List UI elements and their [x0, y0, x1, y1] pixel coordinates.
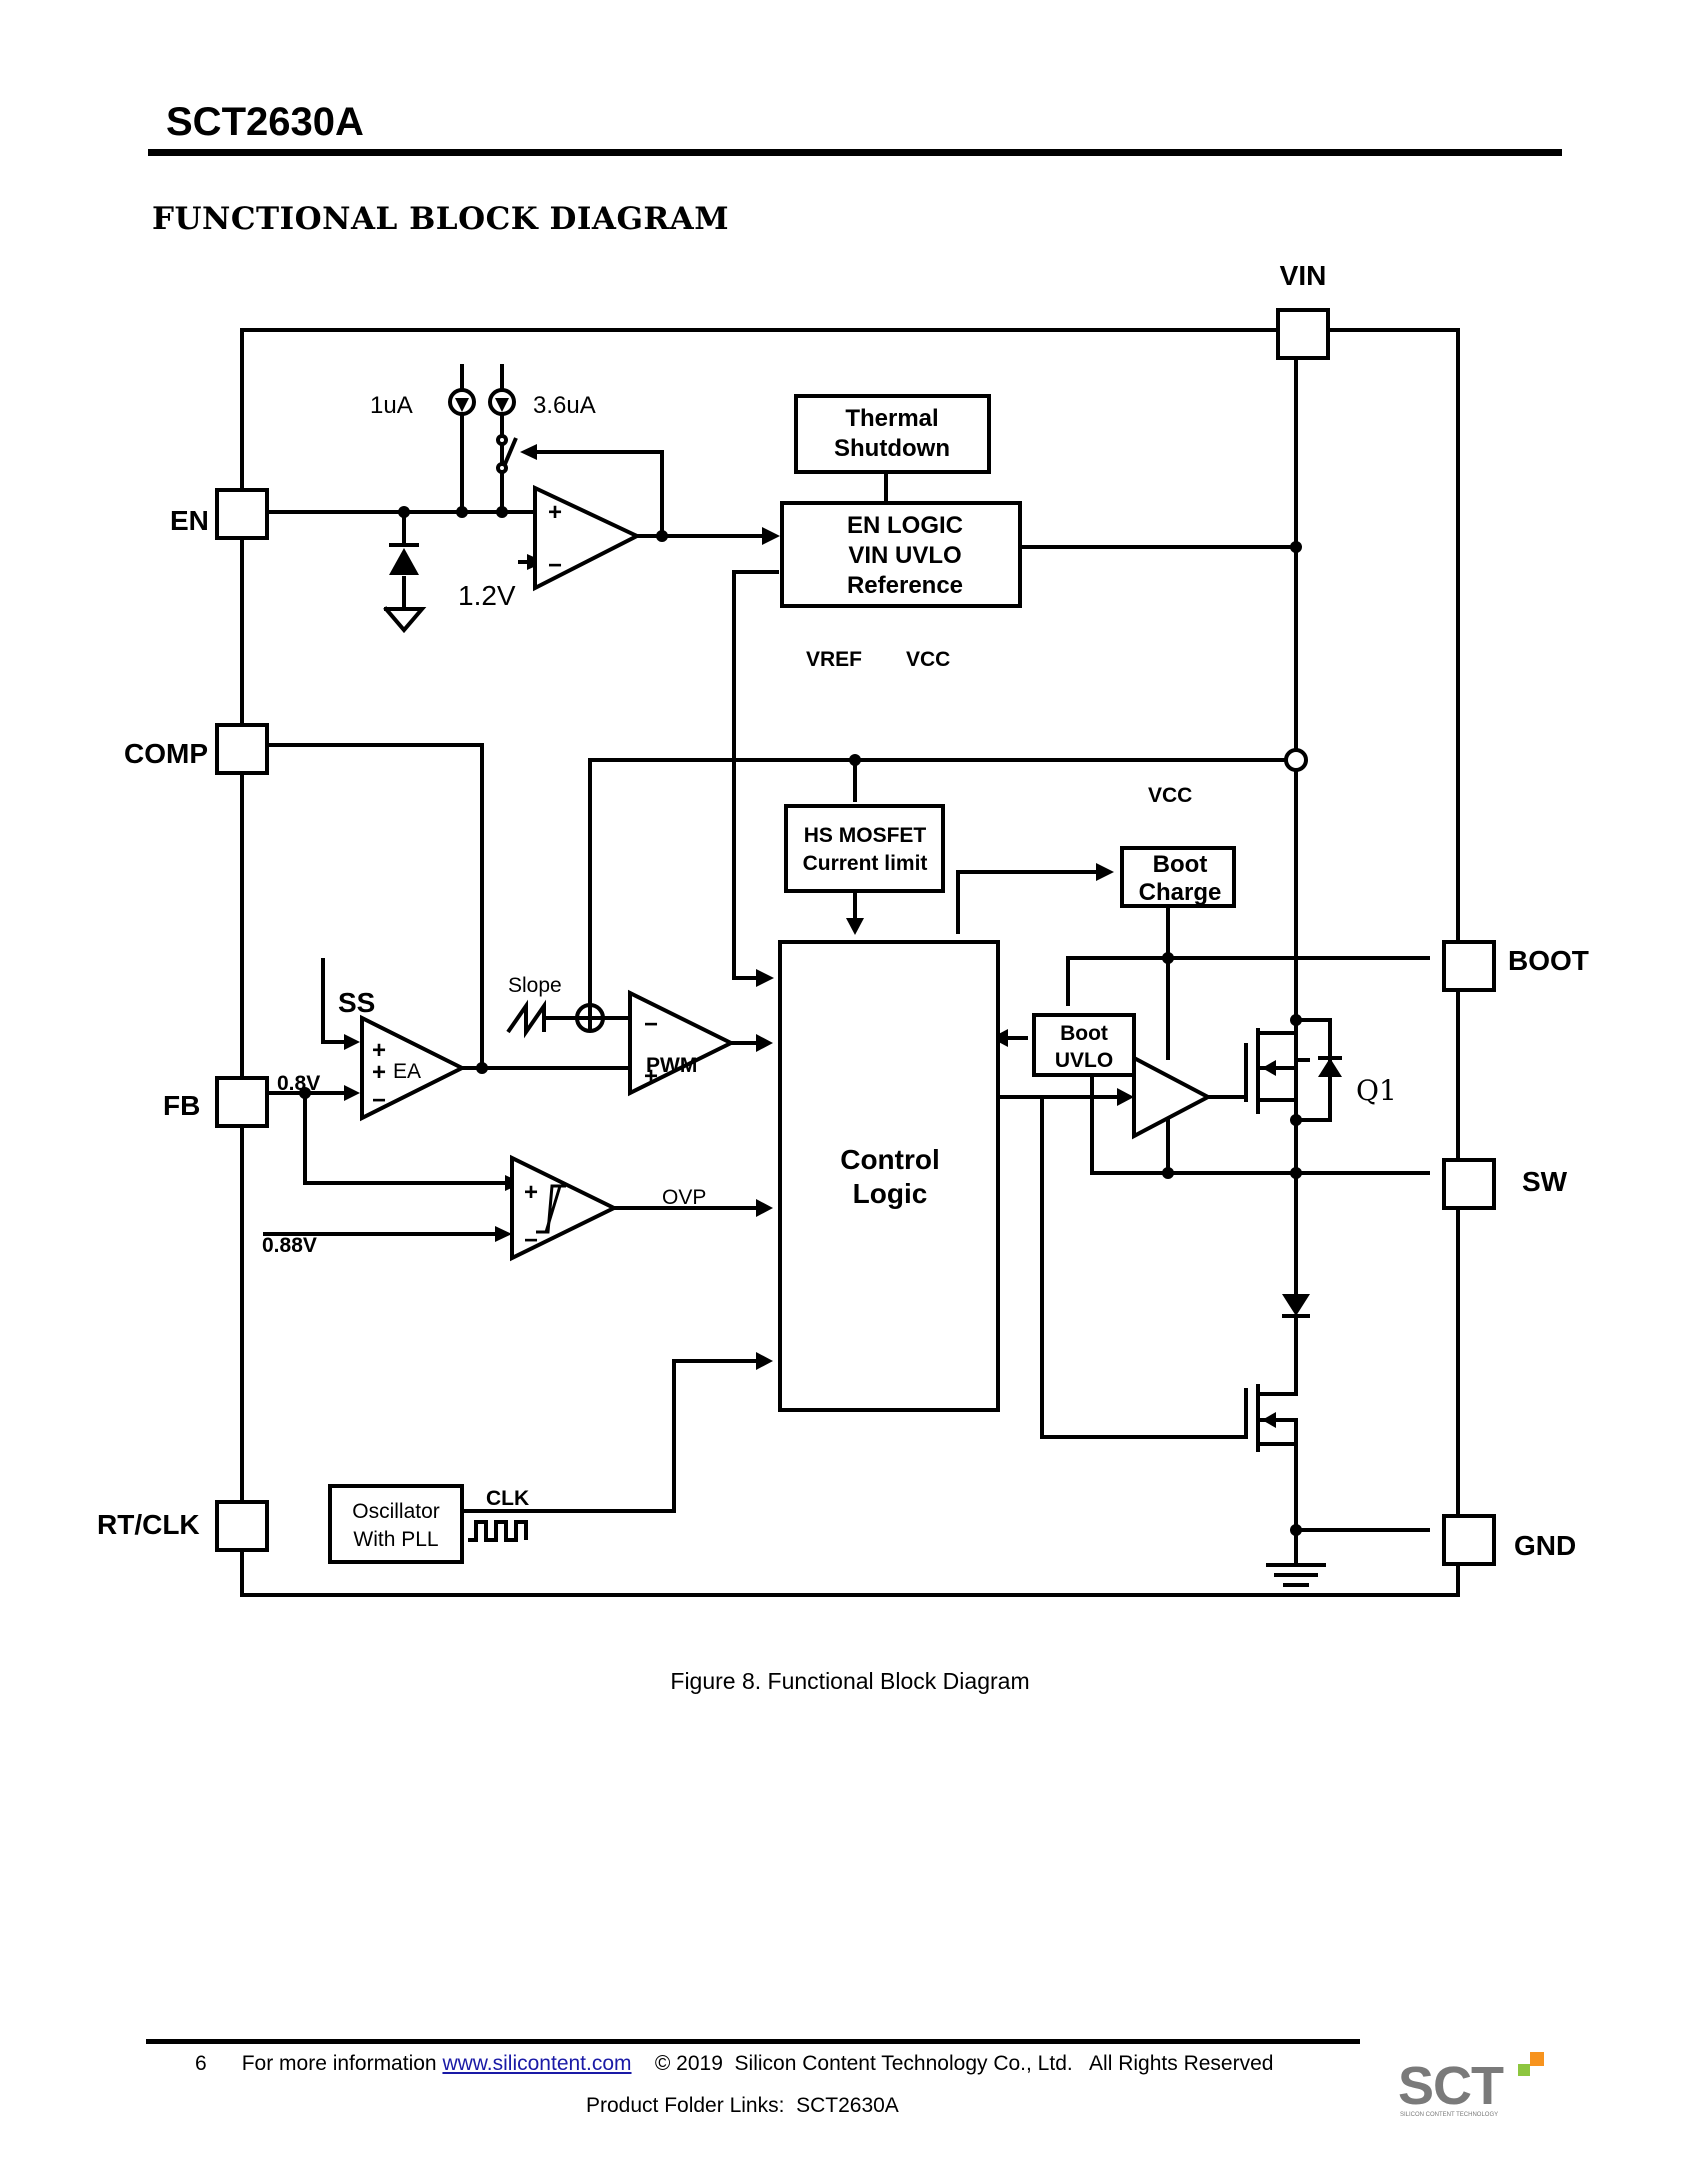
figure-caption: Figure 8. Functional Block Diagram: [670, 1668, 1030, 1694]
osc-label-2: With PLL: [353, 1528, 438, 1551]
ea-plus-ref: +: [372, 1059, 386, 1086]
vin-sense-node: [1284, 748, 1308, 772]
control-logic-block: [778, 940, 1000, 1412]
thermal-label-1: Thermal: [845, 405, 938, 432]
pwm-minus: −: [644, 1011, 658, 1038]
enlogic-label-1: EN LOGIC: [847, 512, 963, 539]
error-amplifier: [360, 1014, 467, 1122]
pin-vin: [1276, 308, 1330, 360]
label-vcc-2: VCC: [1148, 784, 1192, 807]
label-clk: CLK: [486, 1487, 529, 1510]
pin-en: [215, 488, 269, 540]
header-rule: [148, 149, 1562, 156]
label-ss: SS: [338, 987, 375, 1018]
ovp-plus: +: [524, 1179, 538, 1206]
pin-fb: [215, 1076, 269, 1128]
ea-minus: −: [372, 1087, 386, 1114]
label-slope: Slope: [508, 974, 562, 997]
pin-label-boot: BOOT: [1508, 945, 1589, 976]
enlogic-label-2: VIN UVLO: [848, 542, 961, 569]
label-q1: Q1: [1356, 1074, 1397, 1107]
bootuvlo-label-1: Boot: [1060, 1022, 1108, 1045]
document-title: SCT2630A: [166, 100, 364, 144]
enlogic-label-3: Reference: [847, 572, 963, 599]
footer-info-prefix: For more information: [241, 2052, 437, 2075]
thermal-shutdown-block: [794, 394, 991, 474]
pwm-plus: +: [644, 1063, 658, 1090]
control-label-2: Logic: [853, 1178, 928, 1209]
control-label-1: Control: [840, 1144, 940, 1175]
label-ovp: OVP: [662, 1186, 706, 1209]
pin-label-en: EN: [170, 505, 209, 536]
section-title: FUNCTIONAL BLOCK DIAGRAM: [152, 201, 730, 237]
bootuvlo-label-2: UVLO: [1055, 1049, 1113, 1072]
label-3-6ua: 3.6uA: [533, 392, 596, 419]
ovp-minus: −: [524, 1227, 538, 1254]
page-number: 6: [195, 2052, 207, 2075]
en-logic-block: [780, 501, 1022, 608]
label-0-88v: 0.88V: [262, 1234, 317, 1257]
thermal-label-2: Shutdown: [834, 435, 950, 462]
boot-uvlo-block: [1032, 1013, 1136, 1077]
pin-label-rtclk: RT/CLK: [97, 1509, 200, 1540]
pwm-comparator: [628, 989, 736, 1097]
website-link[interactable]: www.silicontent.com: [442, 2052, 632, 2075]
label-0-8v: 0.8V: [277, 1072, 320, 1095]
pin-boot: [1442, 940, 1496, 992]
logo-tagline: SILICON CONTENT TECHNOLOGY: [1400, 2112, 1498, 2118]
footer-line-1: 6 For more information www.silicontent.c…: [195, 2052, 1273, 2076]
boot-charge-block: [1120, 846, 1236, 908]
product-folder-link[interactable]: Product Folder Links: SCT2630A: [586, 2094, 899, 2117]
footer-copyright: © 2019 Silicon Content Technology Co., L…: [654, 2052, 1274, 2075]
hs-mosfet-current-limit-block: [784, 804, 945, 893]
pin-label-comp: COMP: [124, 738, 208, 769]
en-comp-plus: +: [548, 499, 562, 526]
footer-rule: [146, 2039, 1360, 2044]
label-vref: VREF: [806, 648, 862, 671]
pin-comp: [215, 723, 269, 775]
en-comp-minus: −: [548, 552, 562, 579]
pin-label-fb: FB: [163, 1090, 200, 1121]
bootcharge-label-2: Charge: [1139, 879, 1222, 906]
label-1-2v: 1.2V: [458, 580, 516, 611]
hs-label-2: Current limit: [803, 852, 928, 875]
sct-logo: SCT SILICON CONTENT TECHNOLOGY: [1398, 2052, 1544, 2118]
bootcharge-label-1: Boot: [1153, 851, 1208, 878]
pin-label-gnd: GND: [1514, 1530, 1576, 1561]
pin-rtclk: [215, 1500, 269, 1552]
pin-sw: [1442, 1158, 1496, 1210]
osc-label-1: Oscillator: [352, 1500, 440, 1523]
label-vcc-1: VCC: [906, 648, 950, 671]
hs-gate-driver: [1132, 1054, 1213, 1140]
logo-text: SCT: [1398, 2056, 1504, 2116]
pin-label-sw: SW: [1522, 1166, 1568, 1197]
hs-label-1: HS MOSFET: [804, 824, 927, 847]
label-1ua: 1uA: [370, 392, 413, 419]
label-ea: EA: [393, 1060, 421, 1083]
pin-gnd: [1442, 1514, 1496, 1566]
ea-plus-ss: +: [372, 1037, 386, 1064]
block-diagram: VIN EN COMP FB RT/CLK BOOT SW GND Therma…: [97, 260, 1589, 1597]
label-pwm: PWM: [646, 1054, 697, 1077]
oscillator-block: [328, 1484, 464, 1564]
en-comparator: [533, 484, 642, 592]
pin-label-vin: VIN: [1280, 260, 1327, 291]
